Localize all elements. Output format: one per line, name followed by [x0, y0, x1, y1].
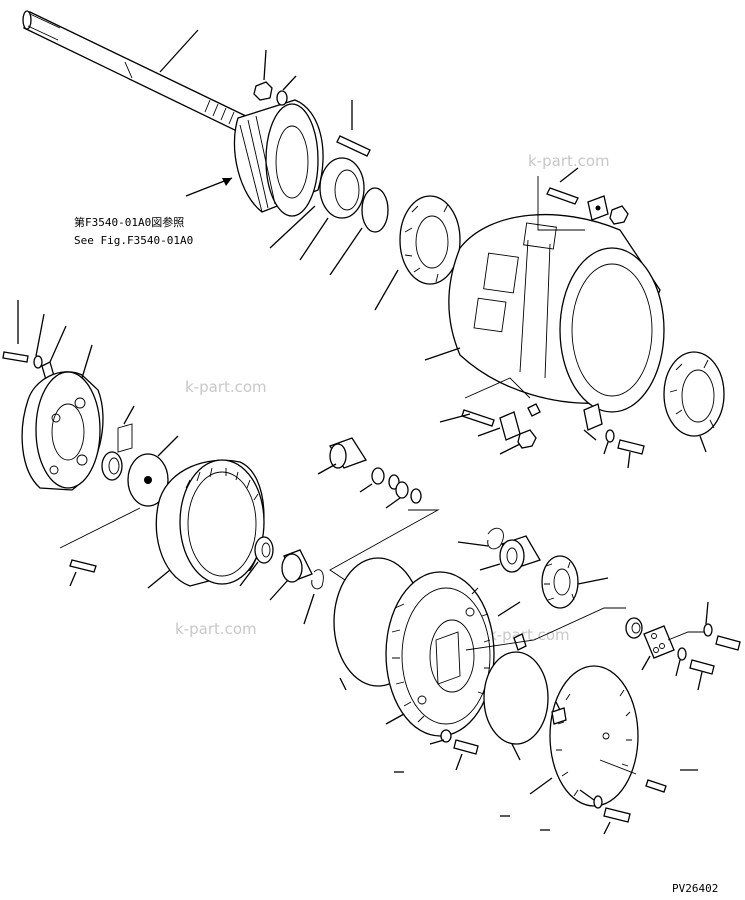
planet-carrier[interactable] — [21, 344, 104, 491]
ref-arrow-head — [222, 178, 232, 186]
ref-note-jp: 第F3540-01A0図参照 — [74, 215, 184, 229]
washer-top[interactable] — [276, 75, 297, 106]
watermark-right: k-part.com — [488, 626, 570, 644]
bolt-cover-right[interactable] — [645, 769, 698, 793]
sun-gear[interactable] — [479, 535, 541, 573]
needle-bearing[interactable] — [239, 536, 274, 587]
bolt-lower-left[interactable] — [69, 559, 97, 587]
end-cover[interactable] — [529, 665, 639, 807]
o-ring-upper[interactable] — [329, 187, 389, 276]
main-housing[interactable] — [424, 176, 665, 413]
bolt-right[interactable] — [617, 439, 645, 469]
washer-right[interactable] — [603, 429, 615, 455]
drive-shaft[interactable] — [22, 10, 251, 135]
bolt-cover-lower[interactable] — [603, 807, 631, 835]
bolt-left[interactable] — [2, 300, 29, 363]
o-ring-cover[interactable] — [483, 651, 549, 761]
washer-cover[interactable] — [579, 789, 603, 809]
lock-plate-top[interactable] — [587, 195, 609, 221]
bolt-far-right[interactable] — [715, 635, 741, 651]
watermark-middle: k-part.com — [185, 378, 267, 396]
bolt-hub-lower[interactable] — [453, 739, 479, 771]
snap-ring-left[interactable] — [303, 569, 324, 625]
watermark-left: k-part.com — [175, 620, 257, 638]
snap-ring-right[interactable] — [457, 527, 504, 550]
roller-bearing-right[interactable] — [663, 351, 725, 453]
stud-bolt-housing[interactable] — [546, 167, 579, 205]
lock-plate-far-right[interactable] — [641, 625, 704, 671]
ref-note-en: See Fig.F3540-01A0 — [74, 234, 193, 247]
splined-hub-gear[interactable] — [233, 99, 324, 249]
planet-shaft[interactable] — [317, 437, 367, 475]
washer-far-right[interactable] — [703, 601, 713, 637]
washer-planet-1[interactable] — [359, 467, 400, 493]
planet-pinion[interactable] — [269, 549, 313, 601]
bushing[interactable] — [101, 405, 135, 481]
lock-plate-right[interactable] — [583, 403, 603, 441]
nut-top[interactable] — [253, 49, 273, 101]
bolt-far-right-lower[interactable] — [689, 659, 715, 691]
washer-planet-2[interactable] — [385, 481, 422, 509]
planet-carrier-hub[interactable] — [385, 571, 495, 737]
nut-housing-top[interactable] — [609, 205, 629, 225]
ring-gear[interactable] — [147, 459, 265, 589]
washer-hub-lower[interactable] — [429, 729, 452, 745]
washer-left[interactable] — [33, 313, 45, 369]
roller-bearing-lower[interactable] — [541, 555, 609, 609]
spacer-right[interactable] — [625, 617, 643, 639]
seal-ring[interactable] — [299, 157, 365, 261]
leader-thrust-plate — [59, 507, 141, 549]
nut-housing-lower[interactable] — [499, 429, 537, 455]
stud-bolt-top[interactable] — [336, 100, 371, 157]
thrust-plate[interactable] — [127, 435, 179, 507]
washer-far-right-lower[interactable] — [675, 647, 687, 677]
bolt-housing-left[interactable] — [439, 377, 531, 427]
drawing-code: PV26402 — [672, 882, 718, 895]
plug-cover[interactable] — [551, 701, 567, 725]
small-pin-housing[interactable] — [527, 403, 541, 417]
leader-cotter — [465, 607, 626, 651]
watermark-top: k-part.com — [528, 152, 610, 170]
roller-bearing-upper[interactable] — [374, 195, 461, 311]
